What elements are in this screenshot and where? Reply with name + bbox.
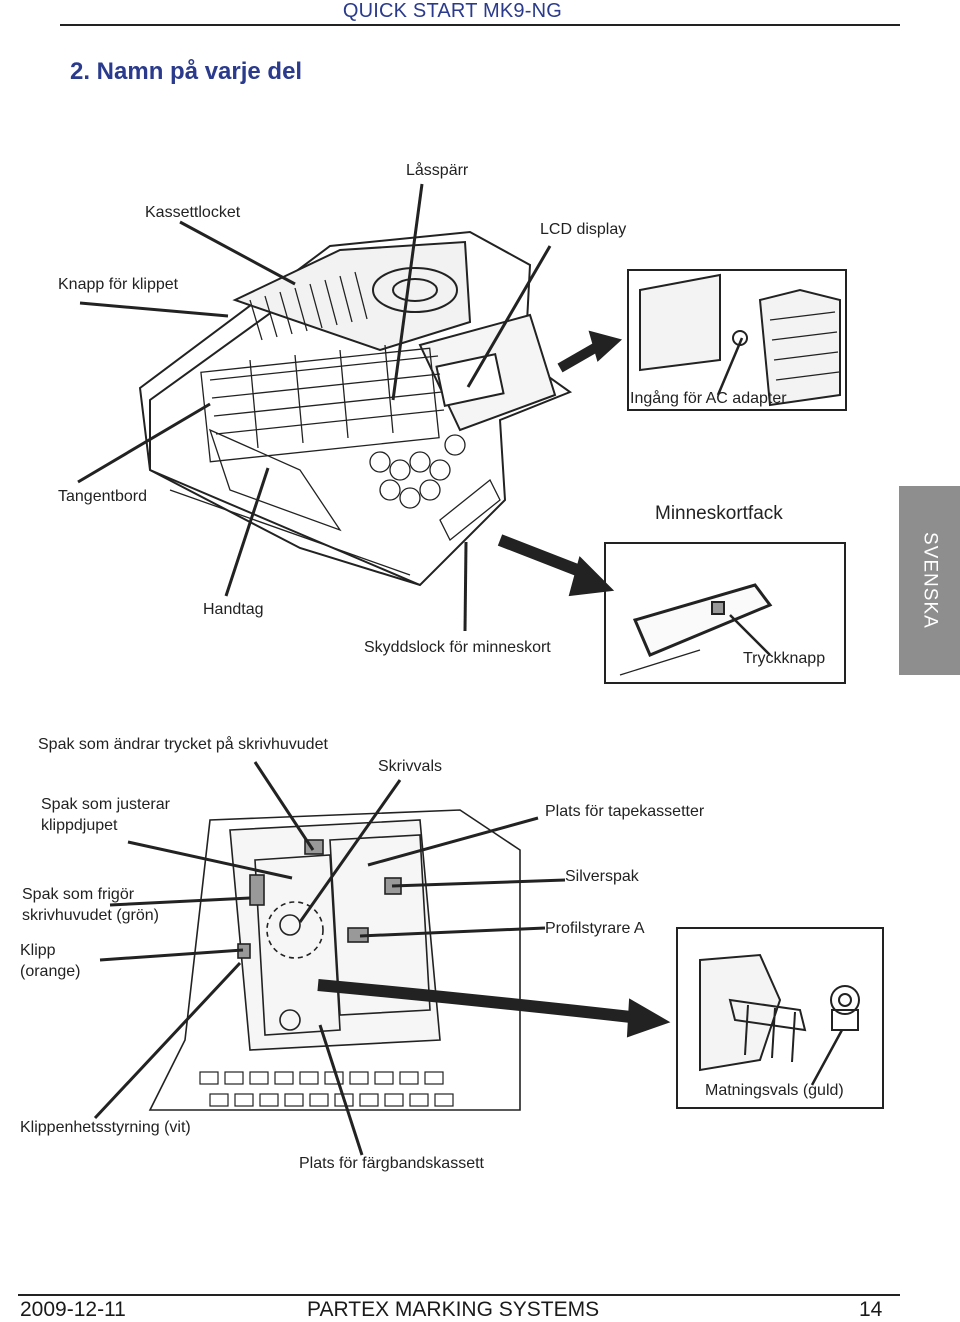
label-spak-trycket: Spak som ändrar trycket på skrivhuvudet [38,736,328,753]
label-klippenhetsstyrning: Klippenhetsstyrning (vit) [20,1119,191,1136]
label-knapp-for-klippet: Knapp för klippet [58,276,179,293]
label-skyddslock: Skyddslock för minneskort [364,639,551,656]
section-title: 2. Namn på varje del [70,58,303,85]
label-lasparr: Låsspärr [406,162,469,179]
printer-illustration [138,230,573,587]
label-tangentbord: Tangentbord [58,488,147,505]
label-plats-fargband: Plats för färgbandskassett [299,1155,484,1172]
label-tryckknapp: Tryckknapp [743,650,826,667]
language-tab-label: SVENSKA [919,532,941,629]
label-spak-klippdjup-line2: klippdjupet [41,817,118,834]
label-handtag: Handtag [203,601,264,618]
label-ac-adapter: Ingång för AC adapter [630,390,787,407]
document-header: QUICK START MK9-NG [342,0,562,22]
footer-company: PARTEX MARKING SYSTEMS [307,1298,600,1321]
label-spak-frigor-line2: skrivhuvudet (grön) [22,907,159,924]
language-tab: SVENSKA [899,486,960,675]
header-rule [60,24,900,26]
footer-date: 2009-12-11 [20,1298,126,1321]
label-kassettlocket: Kassettlocket [145,204,241,221]
page-number: 14 [859,1298,883,1321]
feed-roller-detail [676,927,884,1109]
label-klipp-line2: (orange) [20,963,81,980]
label-silverspak: Silverspak [565,868,639,885]
footer-rule [18,1294,900,1296]
mechanism-illustration [148,809,521,1111]
label-matningsvals: Matningsvals (guld) [705,1082,844,1099]
label-klipp-line1: Klipp [20,942,56,959]
memory-card-detail [604,542,846,684]
label-skrivvals: Skrivvals [378,758,443,775]
label-spak-klippdjup-line1: Spak som justerar [41,796,170,813]
label-plats-tapekassetter: Plats för tapekassetter [545,803,705,820]
label-lcd-display: LCD display [540,221,627,238]
label-spak-frigor-line1: Spak som frigör [22,886,135,903]
ac-adapter-detail [627,269,847,411]
label-profilstyrare: Profilstyrare A [545,920,645,937]
label-minneskortfack: Minneskortfack [655,503,783,524]
